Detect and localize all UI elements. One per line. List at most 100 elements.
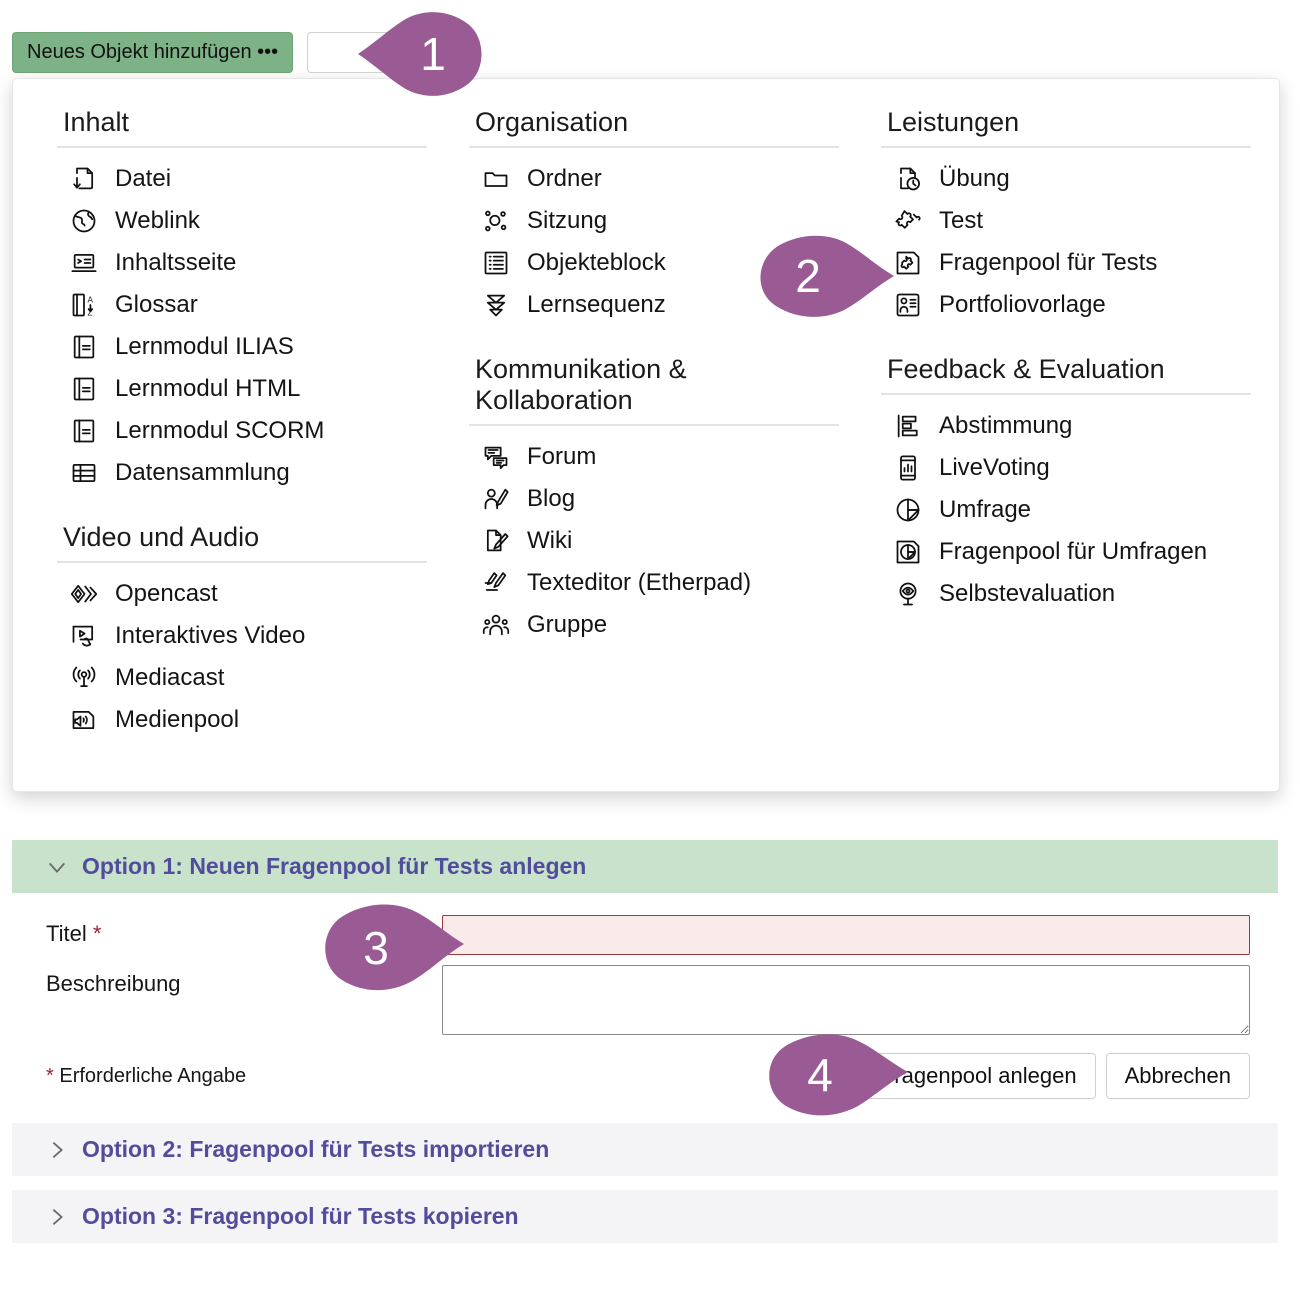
- required-hint: * Erforderliche Angabe: [46, 1065, 246, 1088]
- page-pencil-icon: [481, 526, 511, 556]
- learning-module-icon: [69, 416, 99, 446]
- folder-icon: [481, 164, 511, 194]
- required-hint-asterisk: *: [46, 1064, 54, 1087]
- menu-item[interactable]: Sitzung: [469, 200, 839, 242]
- file-download-icon: [69, 164, 99, 194]
- menu-item-label: Lernmodul HTML: [115, 375, 301, 402]
- portfolio-template-icon: [893, 290, 923, 320]
- question-pool-form: Option 1: Neuen Fragenpool für Tests anl…: [12, 840, 1278, 1243]
- menu-item[interactable]: Gruppe: [469, 604, 839, 646]
- field-row-title: Titel *: [12, 915, 1278, 955]
- svg-text:A: A: [88, 296, 94, 305]
- menu-item[interactable]: Objekteblock: [469, 242, 839, 284]
- accordion-header-option-1[interactable]: Option 1: Neuen Fragenpool für Tests anl…: [12, 840, 1278, 893]
- menu-item[interactable]: Fragenpool für Tests: [881, 242, 1251, 284]
- accordion-title-option-1: Option 1: Neuen Fragenpool für Tests anl…: [82, 853, 587, 879]
- menu-item-label: Forum: [527, 443, 597, 470]
- menu-item-label: Inhaltsseite: [115, 249, 237, 276]
- description-textarea[interactable]: [442, 965, 1250, 1035]
- create-question-pool-button[interactable]: Fragenpool anlegen: [861, 1053, 1096, 1099]
- menu-item[interactable]: Selbstevaluation: [881, 573, 1251, 615]
- menu-item-label: Wiki: [527, 527, 573, 554]
- group-title: Video und Audio: [63, 522, 260, 552]
- menu-item[interactable]: Datensammlung: [57, 452, 427, 494]
- learning-module-icon: [69, 332, 99, 362]
- menu-item-label: Weblink: [115, 207, 200, 234]
- menu-item-label: Umfrage: [939, 496, 1032, 523]
- menu-item[interactable]: Interaktives Video: [57, 615, 427, 657]
- menu-item[interactable]: Lernmodul HTML: [57, 368, 427, 410]
- menu-item[interactable]: Datei: [57, 158, 427, 200]
- manage-button[interactable]: alten: [307, 32, 456, 73]
- menu-item[interactable]: Lernmodul ILIAS: [57, 326, 427, 368]
- menu-item[interactable]: Abstimmung: [881, 405, 1251, 447]
- menu-item-label: LiveVoting: [939, 454, 1050, 481]
- globe-link-icon: [69, 206, 99, 236]
- menu-item[interactable]: Lernmodul SCORM: [57, 410, 427, 452]
- group-divider: [469, 146, 839, 148]
- menu-item-label: Fragenpool für Tests: [939, 249, 1158, 276]
- accordion-header-option-2[interactable]: Option 2: Fragenpool für Tests importier…: [12, 1123, 1278, 1176]
- menu-item[interactable]: Medienpool: [57, 699, 427, 741]
- title-input[interactable]: [442, 915, 1250, 955]
- menu-item[interactable]: Forum: [469, 436, 839, 478]
- accordion-header-option-3[interactable]: Option 3: Fragenpool für Tests kopieren: [12, 1190, 1278, 1243]
- add-new-object-button[interactable]: Neues Objekt hinzufügen •••: [12, 32, 294, 73]
- menu-item-label: Opencast: [115, 580, 218, 607]
- menu-item-label: Sitzung: [527, 207, 608, 234]
- group-divider: [57, 146, 427, 148]
- form-footer: * Erforderliche Angabe Fragenpool anlege…: [12, 1053, 1278, 1099]
- menu-item-label: Glossar: [115, 291, 198, 318]
- menu-item[interactable]: Lernsequenz: [469, 284, 839, 326]
- person-pencil-icon: [481, 484, 511, 514]
- object-block-icon: [481, 248, 511, 278]
- menu-item[interactable]: LiveVoting: [881, 447, 1251, 489]
- menu-item[interactable]: Test: [881, 200, 1251, 242]
- menu-item-label: Lernmodul SCORM: [115, 417, 325, 444]
- poll-bars-icon: [893, 411, 923, 441]
- menu-item[interactable]: Fragenpool für Umfragen: [881, 531, 1251, 573]
- cancel-button[interactable]: Abbrechen: [1105, 1053, 1250, 1099]
- field-row-description: Beschreibung: [12, 965, 1278, 1035]
- menu-item[interactable]: Weblink: [57, 200, 427, 242]
- opencast-diamond-icon: [69, 579, 99, 609]
- broadcast-icon: [69, 663, 99, 693]
- menu-item-label: Ordner: [527, 165, 602, 192]
- menu-item[interactable]: Texteditor (Etherpad): [469, 562, 839, 604]
- group-divider: [881, 393, 1251, 395]
- group-title: Feedback & Evaluation: [887, 354, 1165, 384]
- menu-item-label: Lernmodul ILIAS: [115, 333, 294, 360]
- data-table-icon: [69, 458, 99, 488]
- session-nodes-icon: [481, 206, 511, 236]
- menu-item[interactable]: Umfrage: [881, 489, 1251, 531]
- speaker-pool-icon: [69, 705, 99, 735]
- menu-item-label: Abstimmung: [939, 412, 1073, 439]
- menu-item-label: Test: [939, 207, 984, 234]
- title-label: Titel *: [12, 915, 442, 947]
- menu-item-label: Interaktives Video: [115, 622, 306, 649]
- description-control: [442, 965, 1278, 1035]
- menu-item[interactable]: Inhaltsseite: [57, 242, 427, 284]
- svg-text:Z: Z: [88, 309, 93, 318]
- accordion-title-option-2: Option 2: Fragenpool für Tests importier…: [82, 1136, 550, 1162]
- menu-item[interactable]: Mediacast: [57, 657, 427, 699]
- puzzle-icon: [893, 206, 923, 236]
- group-divider: [881, 146, 1251, 148]
- menu-item-label: Gruppe: [527, 611, 608, 638]
- menu-item[interactable]: Ordner: [469, 158, 839, 200]
- menu-item[interactable]: Blog: [469, 478, 839, 520]
- menu-item[interactable]: Portfoliovorlage: [881, 284, 1251, 326]
- group-title: Kommunikation & Kollaboration: [475, 354, 687, 415]
- menu-item-label: Portfoliovorlage: [939, 291, 1106, 318]
- menu-item[interactable]: Opencast: [57, 573, 427, 615]
- menu-item[interactable]: Wiki: [469, 520, 839, 562]
- question-pool-test-icon: [893, 248, 923, 278]
- question-pool-survey-icon: [893, 537, 923, 567]
- live-voting-phone-icon: [893, 453, 923, 483]
- menu-item[interactable]: Übung: [881, 158, 1251, 200]
